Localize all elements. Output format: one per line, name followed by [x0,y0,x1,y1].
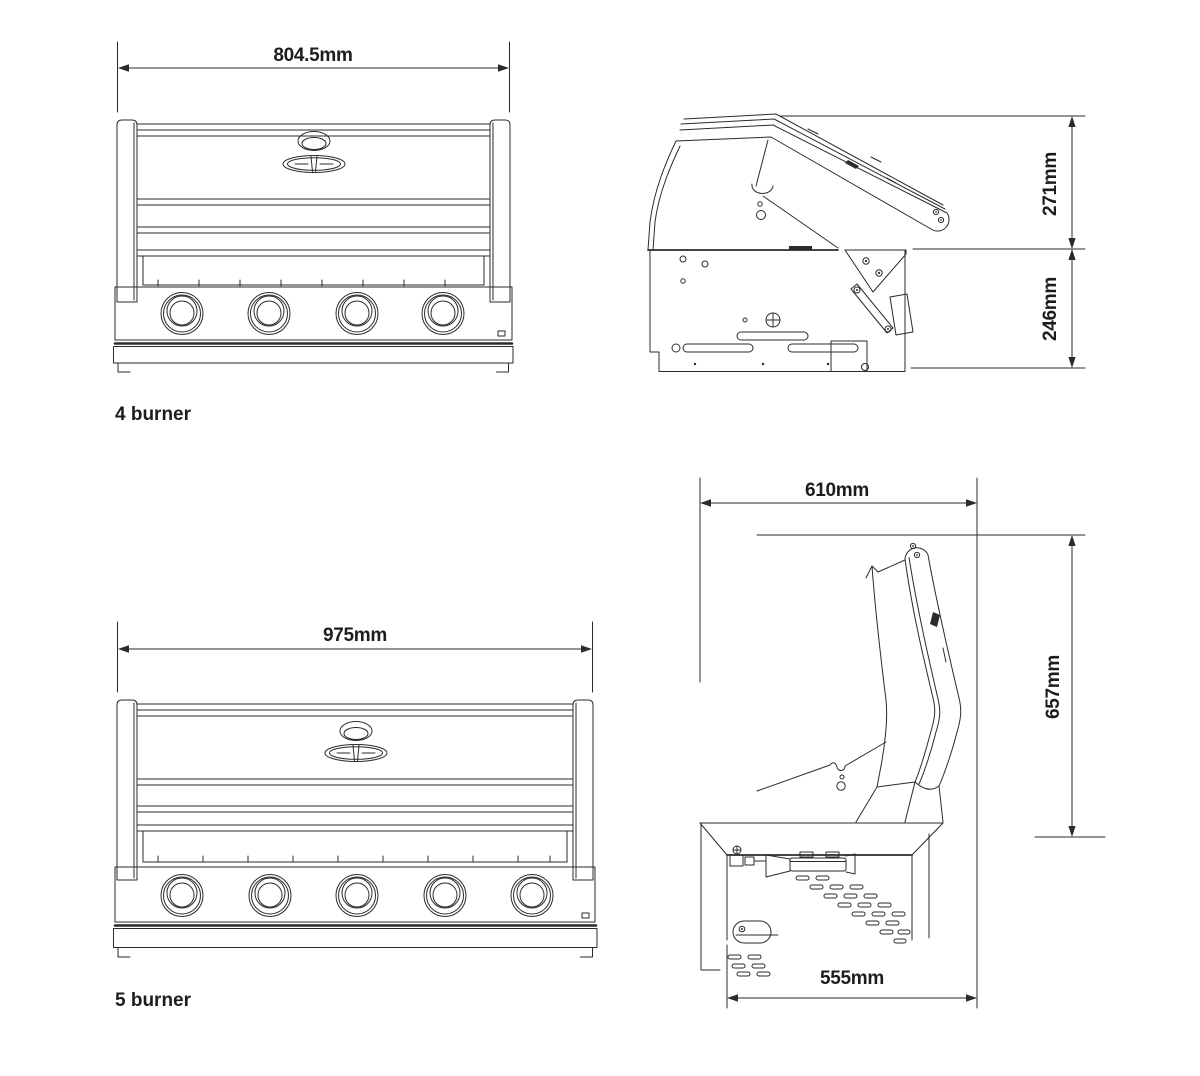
dimension-base-depth: 555mm [820,968,884,989]
brand-badge [282,155,346,173]
grounding-symbol [765,312,781,328]
dimension-top-depth: 610mm [805,480,869,501]
dimension-body-height: 246mm [1040,277,1061,341]
four-burner-front-view [113,41,514,373]
burner-knobs-5 [160,874,554,917]
dimension-open-height: 657mm [1043,655,1064,719]
four-burner-side-view [647,113,1086,372]
open-hood [855,542,962,823]
dimension-width-5burner: 975mm [323,625,387,646]
lid-handle [339,721,373,741]
gas-valve-assembly [729,845,856,878]
five-burner-label: 5 burner [115,990,192,1011]
vent-slots [727,875,911,977]
brand-badge [324,744,388,762]
lid-handle [297,131,331,151]
rating-plate [732,920,779,944]
five-burner-front-view [113,621,598,958]
width-dimension-lines [117,41,510,113]
dimension-hood-height: 271mm [1040,152,1061,216]
open-view-dimension-lines [699,477,1106,1009]
dimension-width-4burner: 804.5mm [273,45,353,66]
height-dimension-lines [780,115,1086,369]
five-burner-side-view [699,477,1106,1009]
burner-knobs-4 [160,292,465,335]
width-dimension-lines [117,621,593,693]
four-burner-label: 4 burner [115,404,192,425]
